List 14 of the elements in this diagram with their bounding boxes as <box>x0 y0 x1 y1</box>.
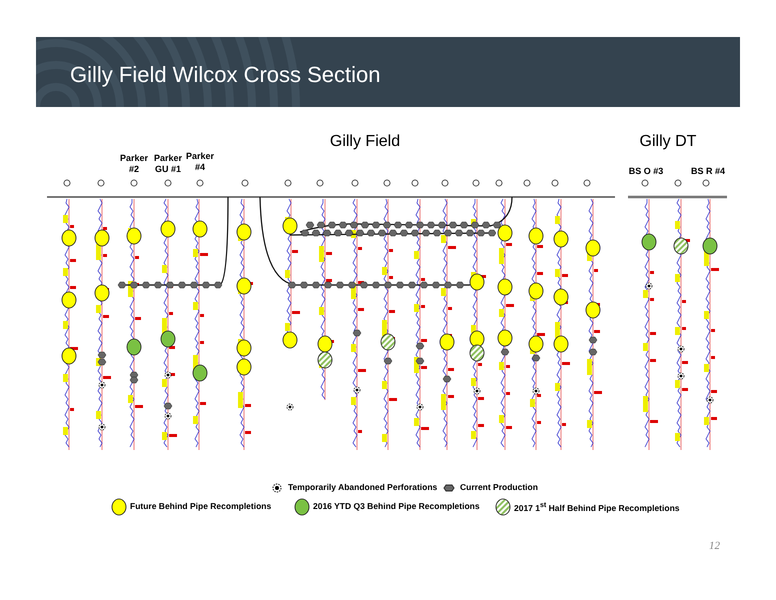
legend-label: Future Behind Pipe Recompletions <box>130 501 272 511</box>
section-heading: Gilly Field <box>328 133 402 151</box>
legend-label: 2016 YTD Q3 Behind Pipe Recompletions <box>313 501 480 511</box>
well-name: BS R #4 <box>690 166 726 177</box>
page-number: 12 <box>708 540 720 552</box>
section-heading: Gilly DT <box>638 133 698 151</box>
legend-label: 2017 1$^{st}$ Half Behind Pipe Recompletions <box>514 501 680 513</box>
legend-label: Current Production <box>460 482 538 492</box>
well-name: BS O #3 <box>628 166 664 177</box>
slide-title: Gilly Field Wilcox Cross Section <box>70 62 381 88</box>
legend-label: Temporarily Abandoned Perforations <box>288 482 438 492</box>
well-name: Parker #4 <box>184 151 216 173</box>
well-name: Parker GU #1 <box>152 153 184 175</box>
well-name: Parker #2 <box>118 153 150 175</box>
